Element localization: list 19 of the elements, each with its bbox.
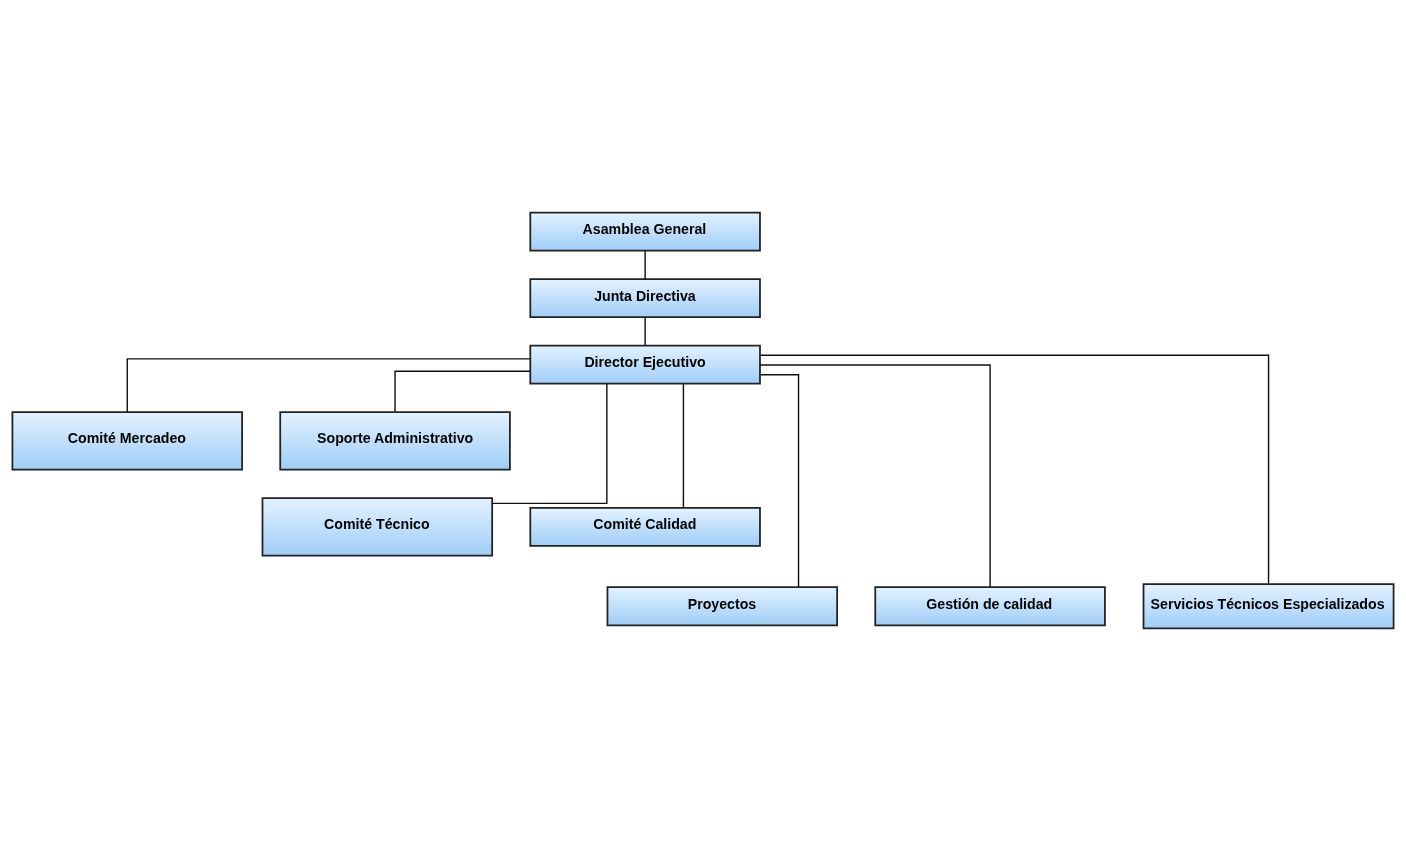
node-box: Gestión de calidad (874, 586, 1106, 627)
connector (682, 383, 685, 509)
node-box: Director Ejecutivo (529, 344, 761, 385)
node-box: Comité Técnico (261, 497, 494, 557)
node-box: Soporte Administrativo (279, 411, 511, 471)
node-box: Junta Directiva (529, 278, 761, 319)
node-box: Proyectos (606, 586, 838, 627)
node-box: Asamblea General (529, 211, 761, 252)
node-box: Comité Calidad (529, 506, 761, 547)
node-box: Servicios Técnicos Especializados (1142, 583, 1395, 630)
node-box: Comité Mercadeo (11, 411, 243, 471)
connector (644, 316, 646, 347)
connector (126, 358, 531, 413)
connector (394, 370, 531, 413)
connector (759, 374, 800, 588)
connector (491, 383, 608, 505)
connector (644, 250, 646, 280)
connector (759, 354, 1270, 585)
connector (759, 364, 991, 588)
